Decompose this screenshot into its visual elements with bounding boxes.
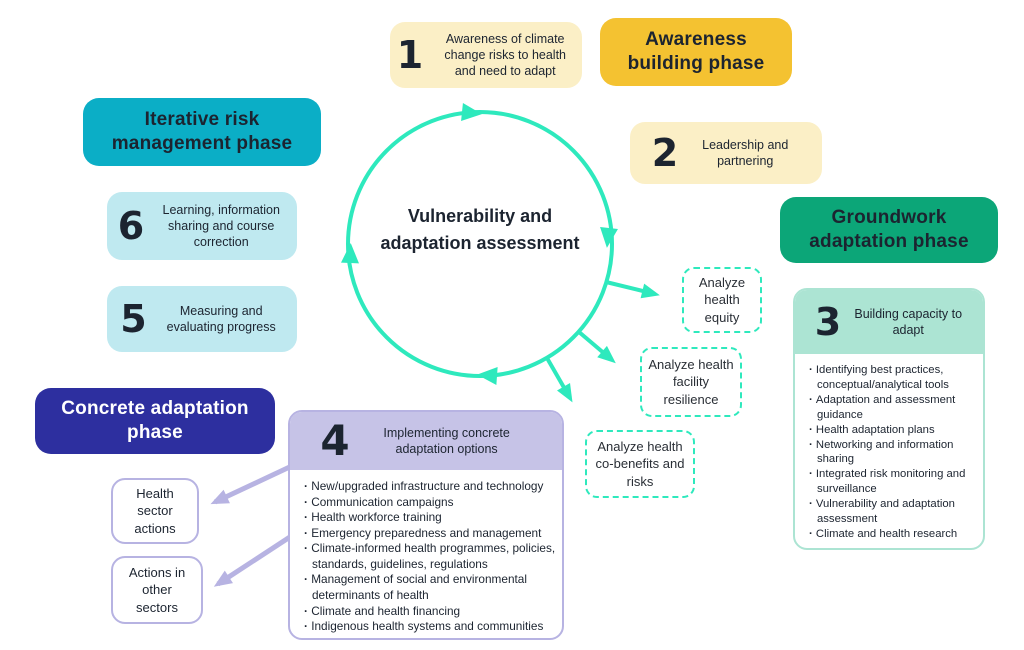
step-3-number: 3: [814, 300, 842, 344]
arrow-to-other-sector-actions: [213, 530, 298, 587]
step-4-bullet: Climate and health financing: [300, 604, 556, 620]
analysis-box-facility-resilience: Analyze health facility resilience: [640, 347, 742, 417]
phase-awareness-label: Awareness building phase: [627, 28, 765, 74]
step-4-bullet: Health workforce training: [300, 510, 556, 526]
phase-iterative-label: Iterative risk management phase: [111, 108, 293, 154]
step-4-bullet: Emergency preparedness and management: [300, 526, 556, 542]
step-4-bullet: Communication campaigns: [300, 495, 556, 511]
step-4-number: 4: [320, 416, 350, 465]
step-4-bullet: Indigenous health systems and communitie…: [300, 619, 556, 635]
arrow-to-facility-resilience: [577, 330, 616, 364]
cycle-arrowhead-left-icon: [341, 243, 359, 264]
cycle-arrowhead-bottom-icon: [477, 367, 498, 385]
step-3-bullet: Health adaptation plans: [805, 423, 977, 438]
step-3-bullet: Vulnerability and adaptation assessment: [805, 497, 977, 527]
step-3-bullet: Climate and health research: [805, 527, 977, 542]
step-3-bullet-list: Identifying best practices, conceptual/a…: [795, 354, 983, 548]
action-box-health-sector-label: Health sector actions: [134, 486, 176, 536]
step-3-bullet: Adaptation and assessment guidance: [805, 393, 977, 423]
step-1-number: 1: [396, 33, 424, 77]
action-box-other-sectors: Actions in other sectors: [111, 556, 203, 624]
step-4-bullet: Management of social and environmental d…: [300, 572, 556, 603]
step-3-bullet: Identifying best practices, conceptual/a…: [805, 363, 977, 393]
center-circle-label: Vulnerability and adaptation assessment: [380, 206, 580, 253]
phase-pill-awareness: Awareness building phase: [600, 18, 792, 86]
phase-pill-concrete: Concrete adaptation phase: [35, 388, 275, 454]
step-4-label: Implementing concrete adaptation options: [383, 425, 510, 456]
step-panel-4: 4 Implementing concrete adaptation optio…: [288, 410, 564, 640]
phase-pill-iterative: Iterative risk management phase: [83, 98, 321, 166]
step-6-label: Learning, information sharing and course…: [162, 202, 280, 250]
step-box-2: 2 Leadership and partnering: [630, 122, 822, 184]
analysis-box-cobenefits: Analyze health co-benefits and risks: [585, 430, 695, 498]
phase-groundwork-label: Groundwork adaptation phase: [809, 206, 969, 252]
arrow-to-health-equity: [605, 280, 660, 299]
step-4-bullet: New/upgraded infrastructure and technolo…: [300, 479, 556, 495]
arrow-to-health-sector-actions: [210, 461, 298, 505]
step-1-label: Awareness of climate change risks to hea…: [444, 31, 567, 79]
analysis-box-health-equity: Analyze health equity: [682, 267, 762, 333]
step-2-number: 2: [651, 131, 679, 175]
step-4-bullet-list: New/upgraded infrastructure and technolo…: [290, 470, 562, 638]
step-3-label: Building capacity to adapt: [854, 306, 963, 337]
arrow-to-cobenefits: [545, 357, 573, 403]
step-6-number: 6: [117, 204, 145, 248]
analysis-box-cobenefits-label: Analyze health co-benefits and risks: [595, 439, 685, 489]
phase-concrete-label: Concrete adaptation phase: [61, 397, 249, 443]
analysis-box-health-equity-label: Analyze health equity: [698, 275, 746, 325]
cycle-arrowhead-right-icon: [600, 227, 618, 248]
step-3-bullet: Networking and information sharing: [805, 438, 977, 468]
cycle-arrowhead-top-icon: [461, 103, 482, 121]
step-panel-3: 3 Building capacity to adapt Identifying…: [793, 288, 985, 550]
step-box-1: 1 Awareness of climate change risks to h…: [390, 22, 582, 88]
action-box-health-sector: Health sector actions: [111, 478, 199, 544]
step-2-label: Leadership and partnering: [702, 137, 789, 168]
step-box-5: 5 Measuring and evaluating progress: [107, 286, 297, 352]
step-4-bullet: Climate-informed health programmes, poli…: [300, 541, 556, 572]
phase-pill-groundwork: Groundwork adaptation phase: [780, 197, 998, 263]
action-box-other-sectors-label: Actions in other sectors: [128, 565, 186, 615]
step-5-number: 5: [120, 297, 147, 341]
step-3-bullet: Integrated risk monitoring and surveilla…: [805, 467, 977, 497]
analysis-box-facility-resilience-label: Analyze health facility resilience: [648, 357, 734, 407]
step-box-6: 6 Learning, information sharing and cour…: [107, 192, 297, 260]
step-5-label: Measuring and evaluating progress: [166, 303, 276, 334]
